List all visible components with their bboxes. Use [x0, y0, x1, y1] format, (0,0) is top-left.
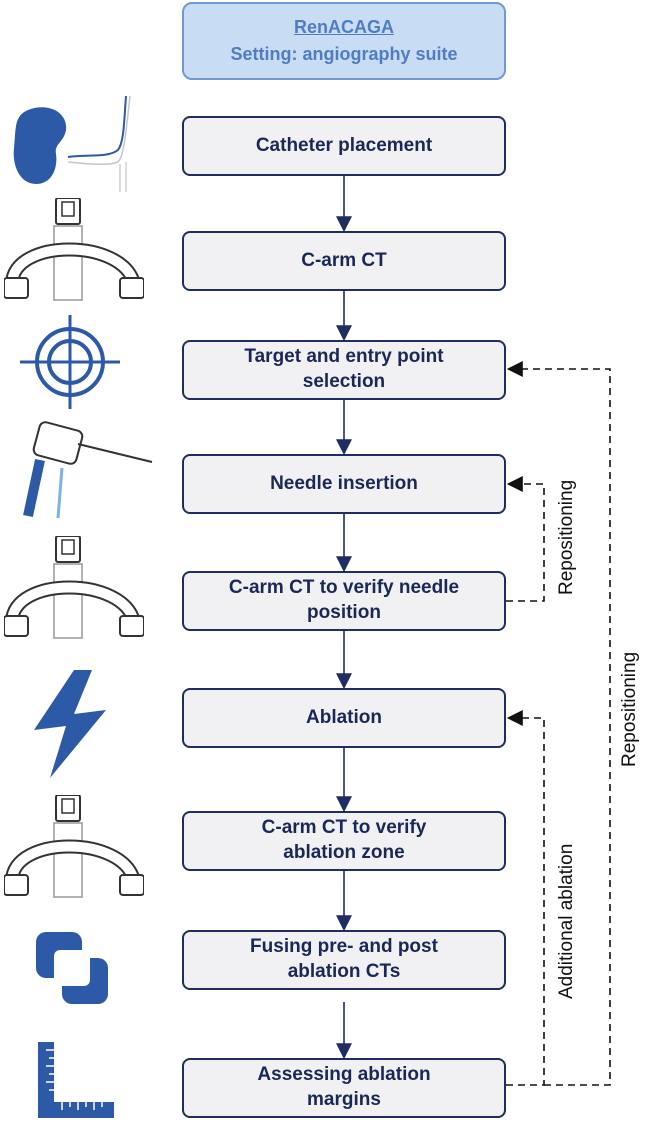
fusion-icon [36, 932, 108, 1004]
loop-additional-ablation [506, 710, 545, 1086]
header-subtitle: Setting: angiography suite [230, 44, 458, 64]
needle-icon [23, 421, 153, 519]
c-arm-icon [4, 198, 144, 301]
c-arm-icon [4, 536, 144, 639]
ruler-square-icon [38, 1042, 114, 1118]
step-catheter-placement: Catheter placement [182, 116, 506, 176]
header-title: RenACAGA [293, 17, 394, 37]
loop-needle-repositioning [506, 476, 545, 602]
loop-target-repositioning [506, 361, 611, 1086]
label-additional-ablation: Additional ablation [556, 843, 577, 999]
label-needle-repositioning: Repositioning [556, 479, 577, 595]
step-fusing-cts: Fusing pre- and post ablation CTs [182, 930, 506, 990]
c-arm-icon [4, 795, 144, 898]
header-box: RenACAGA Setting: angiography suite [182, 2, 506, 80]
kidney-catheter-icon [13, 95, 131, 192]
step-verify-ablation-zone: C-arm CT to verify ablation zone [182, 811, 506, 871]
step-ablation: Ablation [182, 688, 506, 748]
target-crosshair-icon [20, 315, 120, 409]
lightning-icon [34, 670, 106, 778]
step-c-arm-ct: C-arm CT [182, 231, 506, 291]
label-target-repositioning: Repositioning [619, 651, 640, 767]
step-verify-needle: C-arm CT to verify needle position [182, 571, 506, 631]
